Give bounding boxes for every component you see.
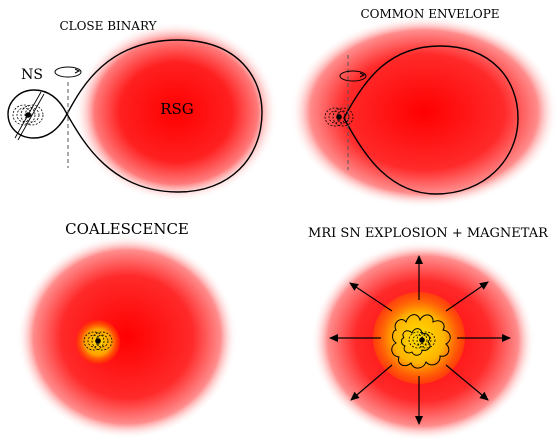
- rsg-roche-lobe: [66, 39, 263, 193]
- coalescence-neutron-star: [95, 338, 101, 344]
- envelope-roche-lobe: [343, 45, 519, 195]
- panel-coalescence: COALESCENCE: [17, 220, 237, 439]
- panel-close-binary: CLOSE BINARY NS RSG: [7, 19, 278, 202]
- common-envelope-gas: [290, 16, 558, 208]
- neutron-star: [25, 112, 31, 118]
- rsg-envelope: [74, 22, 278, 202]
- rotation-arrow-icon: [74, 68, 81, 74]
- turbulent-field-lines: [391, 314, 451, 369]
- merged-envelope: [17, 235, 237, 439]
- rotation-icon: [54, 66, 82, 78]
- coalescence-title: COALESCENCE: [65, 220, 189, 238]
- ns-roche-lobe: [7, 89, 68, 139]
- explosion-core: [373, 292, 465, 384]
- ns-label: NS: [21, 67, 43, 83]
- ce-rotation-arrow-icon: [359, 72, 366, 78]
- arrow-downleft-icon: [350, 364, 393, 401]
- arrow-downright-icon: [445, 364, 489, 401]
- explosion-arrows: [329, 255, 511, 425]
- ce-rotation-icon: [339, 70, 367, 82]
- rsg-label: RSG: [160, 100, 194, 118]
- explosion-title: MRI SN EXPLOSION + MAGNETAR: [308, 226, 549, 241]
- common-envelope-title: COMMON ENVELOPE: [360, 7, 499, 21]
- ce-neutron-star: [336, 114, 342, 120]
- arrow-upleft-icon: [349, 282, 393, 312]
- magnetar: [419, 337, 425, 343]
- close-binary-title: CLOSE BINARY: [59, 19, 157, 33]
- arrow-upright-icon: [445, 281, 489, 312]
- panel-common-envelope: COMMON ENVELOPE: [290, 7, 558, 208]
- panel-explosion: MRI SN EXPLOSION + MAGNETAR: [308, 226, 549, 441]
